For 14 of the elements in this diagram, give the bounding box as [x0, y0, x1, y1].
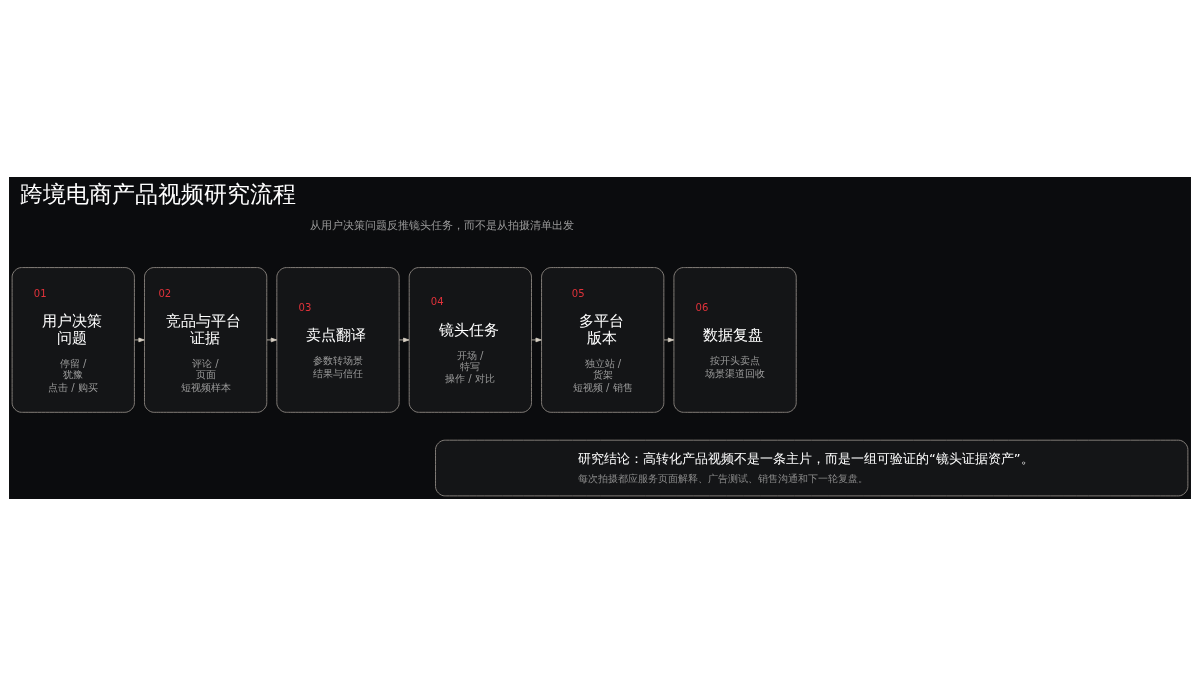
arrow [266, 337, 277, 342]
arrow [398, 337, 410, 342]
node-box: 04 镜头任务 开场 / 特写 操作 / 对比 [408, 266, 532, 413]
diagram-title: 跨境电商产品视频研究流程 [20, 179, 297, 207]
node-box: 03 卖点翻译 参数转场景 结果与信任 [276, 266, 400, 413]
node-box: 研究结论：高转化产品视频不是一条主片，而是一组可验证的“镜头证据资产”。 每次拍摄都应服务页面解释、广告测试、销售沟通和下一轮复盘。 [435, 439, 1189, 496]
arrow [663, 337, 675, 342]
arrow [134, 337, 145, 342]
node-box: 05 多平台版本 独立站 / 货架 短视频 / 销售 [541, 266, 665, 413]
node-box: 02 竞品与平台证据 评论 / 页面 短视频样本 [144, 266, 268, 413]
node-box: 06 数据复盘 按开头卖点 场景渠道回收 [673, 266, 797, 413]
node-box: 01 用户决策问题 停留 / 犹豫 点击 / 购买 [11, 266, 135, 413]
arrow [531, 337, 542, 342]
label: 从用户决策问题反推镜头任务，而不是从拍摄清单出发 [310, 218, 575, 232]
